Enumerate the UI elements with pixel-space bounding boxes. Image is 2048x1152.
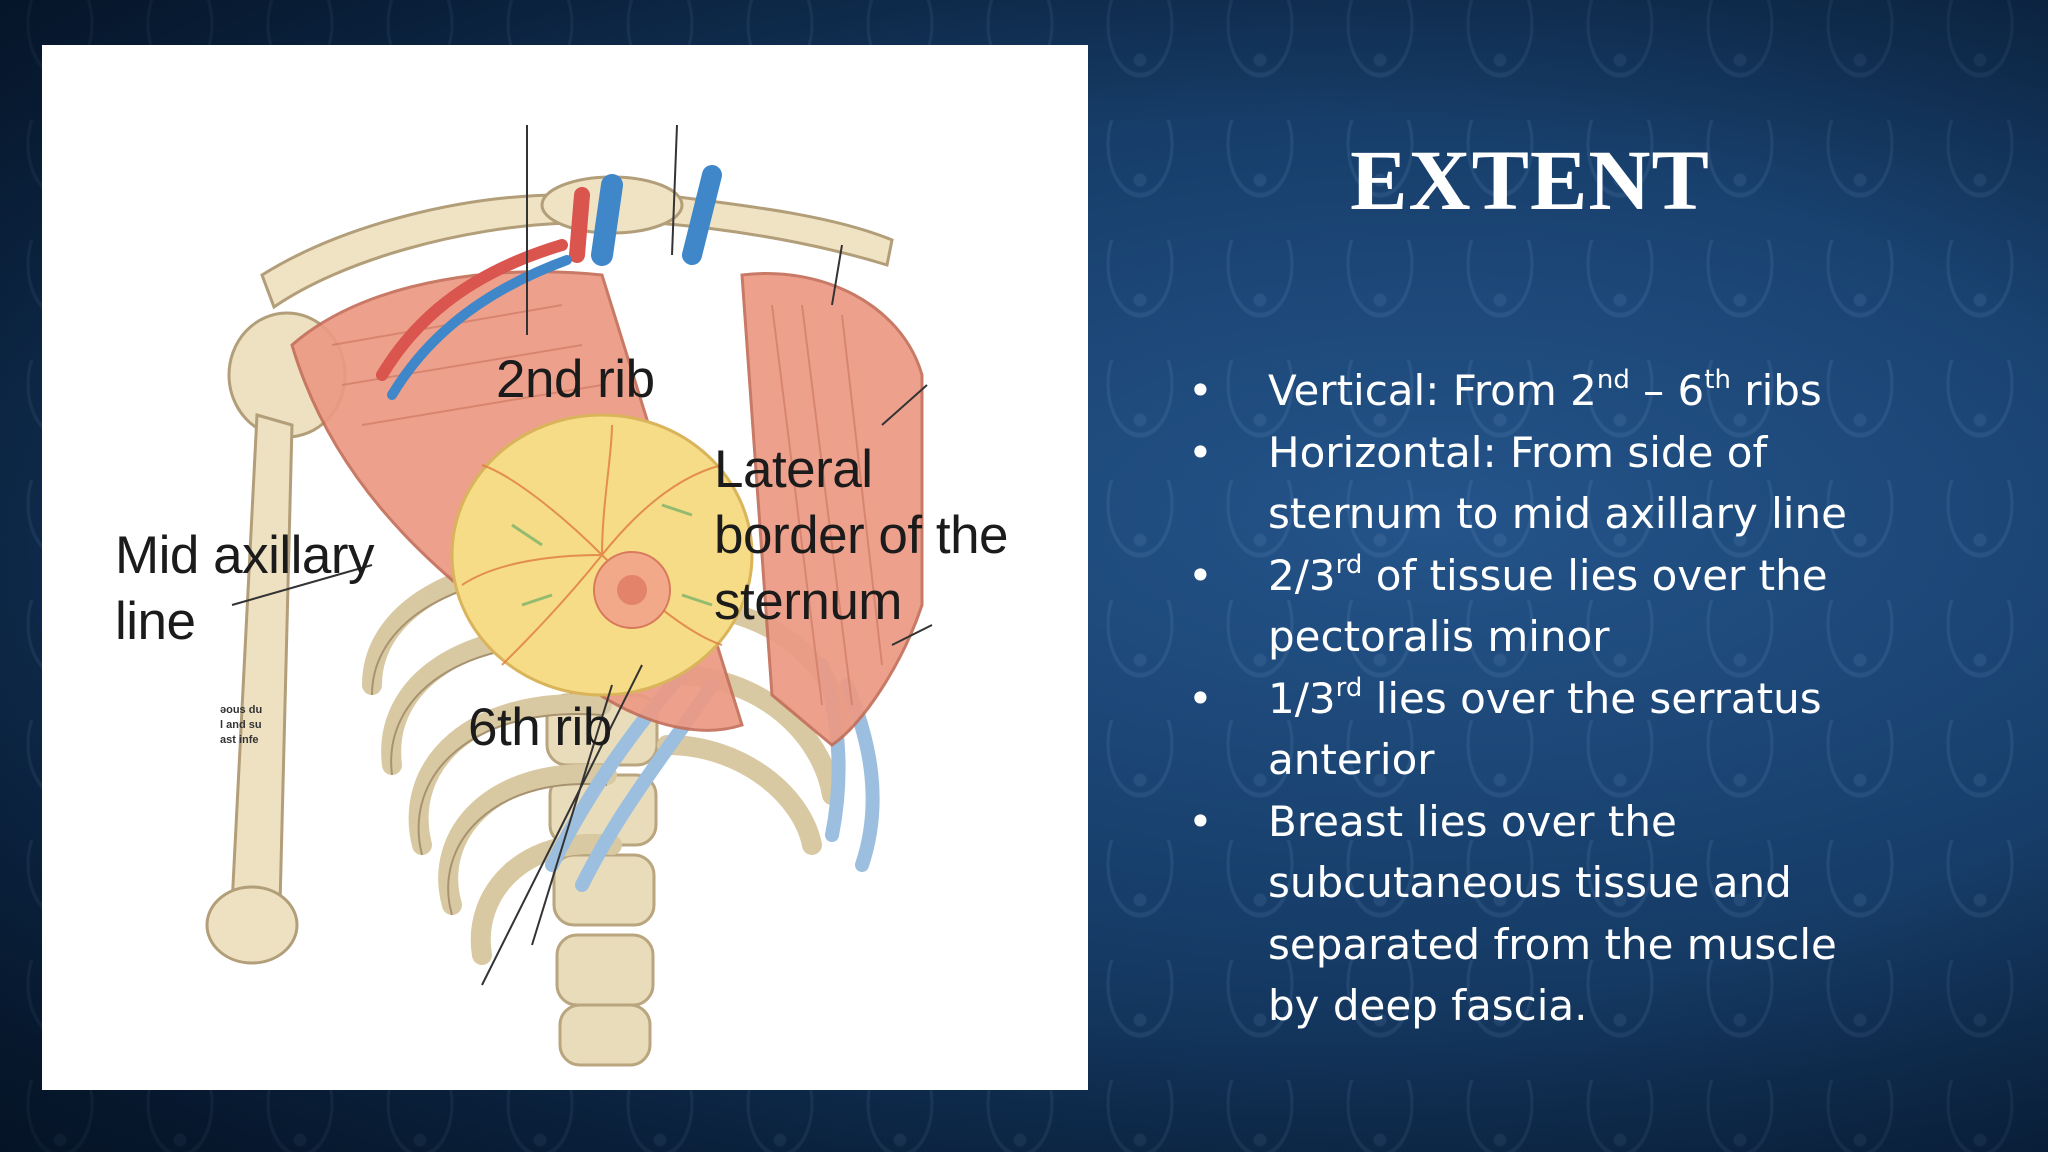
bullet-superscript: nd <box>1596 365 1630 395</box>
label-lateral-border-sternum: Lateral border of the sternum <box>714 440 1009 631</box>
bullet-icon: • <box>1188 796 1213 846</box>
bullet-superscript: rd <box>1335 672 1363 703</box>
bullet-item: • Horizontal: From side of sternum to mid… <box>1180 422 1880 545</box>
bullet-superscript: rd <box>1335 549 1363 580</box>
muscle-fibers <box>331 304 883 706</box>
bullet-text: lies over the serratus anterior <box>1268 673 1822 785</box>
bullet-item: • 2/3rd of tissue lies over the pectorali… <box>1180 545 1880 668</box>
bullet-icon: • <box>1188 673 1213 723</box>
bullet-item: • Vertical: From 2nd – 6th ribs <box>1180 360 1880 422</box>
slide-title: EXTENT <box>1350 132 1710 228</box>
bullet-icon: • <box>1188 427 1213 477</box>
bullet-text: – 6 <box>1629 366 1705 415</box>
bullet-text: Horizontal: From side of sternum to mid … <box>1268 427 1847 539</box>
breast-tissue <box>450 413 754 697</box>
bullet-text: Breast lies over the subcutaneous tissue… <box>1268 796 1837 1031</box>
bullet-text: of tissue lies over the pectoralis minor <box>1268 550 1828 662</box>
bullet-text: 1/3 <box>1268 673 1336 723</box>
label-2nd-rib: 2nd rib <box>496 350 655 409</box>
bullet-icon: • <box>1188 550 1213 600</box>
label-mid-axillary-line: Mid axillary line <box>115 526 375 651</box>
bullet-item: • Breast lies over the subcutaneous tissu… <box>1180 791 1880 1037</box>
bullet-list: • Vertical: From 2nd – 6th ribs • Horizonta… <box>1180 360 1880 1037</box>
bullet-text: ribs <box>1730 366 1822 415</box>
bullet-text: 2/3 <box>1268 550 1336 600</box>
label-cropped-text: əous du l and su ast infe <box>220 704 263 746</box>
leader-lines <box>231 124 933 986</box>
bullet-superscript: th <box>1704 365 1731 395</box>
anatomy-illustration <box>205 124 933 1067</box>
bullet-item: • 1/3rd lies over the serratus anterior <box>1180 668 1880 791</box>
blood-vessels <box>376 165 722 400</box>
bullet-text: Vertical: From 2 <box>1268 366 1597 415</box>
bullet-icon: • <box>1188 366 1213 415</box>
anatomy-figure: 2nd rib Lateral border of the sternum Mi… <box>42 45 1088 1090</box>
label-6th-rib: 6th rib <box>468 698 612 757</box>
